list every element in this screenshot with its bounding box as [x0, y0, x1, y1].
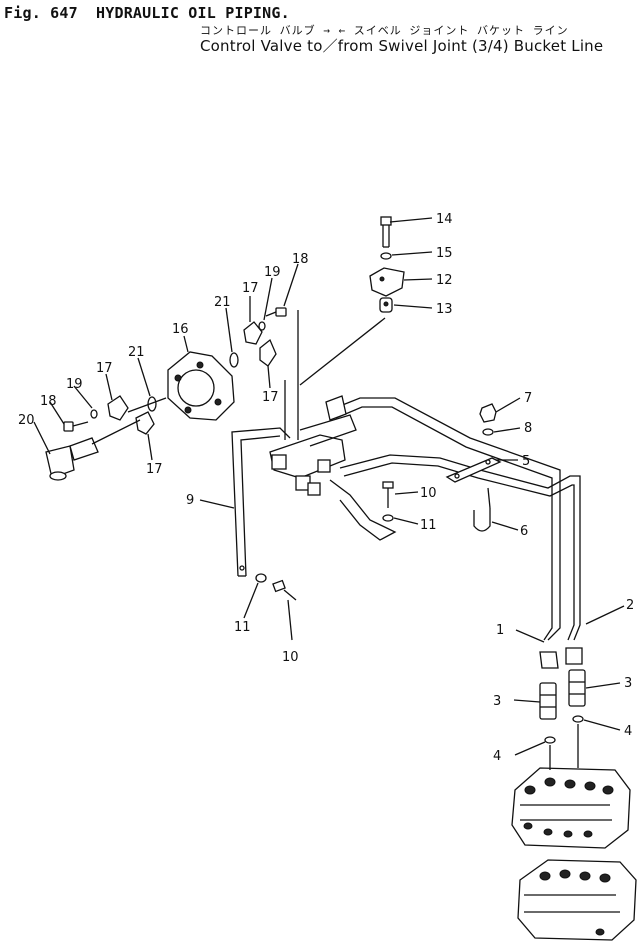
flange-17-mid — [259, 338, 277, 367]
subtitle-english: Control Valve to／from Swivel Joint (3/4)… — [200, 37, 604, 55]
callout-9: 9 — [186, 493, 194, 508]
flange-17-left-lower — [135, 411, 155, 435]
callout-5: 5 — [522, 454, 530, 469]
callout-3-right: 3 — [624, 676, 632, 691]
u-bolt-6 — [473, 487, 491, 532]
washer-11-right — [382, 514, 394, 522]
flange-17-left-upper — [107, 395, 129, 421]
callout-17-upper: 17 — [242, 281, 259, 296]
elbow-20 — [45, 437, 99, 481]
block-12 — [369, 267, 405, 297]
callout-8: 8 — [524, 421, 532, 436]
pipe-2 — [339, 454, 581, 641]
callout-17-left: 17 — [96, 361, 113, 376]
callout-17-lower: 17 — [146, 462, 163, 477]
o-rings-4 — [544, 715, 584, 744]
center-manifold — [269, 414, 357, 496]
callout-14: 14 — [436, 212, 453, 227]
left-guide-lines — [91, 397, 167, 445]
callout-18-right: 18 — [292, 252, 309, 267]
bolt-18-left — [63, 421, 89, 432]
figure-number: Fig. 647 — [4, 4, 78, 22]
pipe-nuts — [325, 395, 583, 669]
top-guide-lines — [284, 310, 386, 440]
control-valve-lower — [517, 859, 637, 941]
bolt-10-right — [382, 481, 394, 508]
washer-11-left — [255, 573, 267, 583]
fitting-3-right — [568, 669, 586, 707]
callout-11-left: 11 — [234, 620, 251, 635]
leader-lines — [33, 217, 625, 756]
fitting-3-left — [539, 682, 557, 720]
washer-19-left — [90, 409, 98, 419]
callout-17-mid: 17 — [262, 390, 279, 405]
bolt-18-right — [265, 307, 287, 317]
callout-7: 7 — [524, 391, 532, 406]
callout-19-left: 19 — [66, 377, 83, 392]
callout-6: 6 — [520, 524, 528, 539]
subtitle-japanese: コントロール バルブ → ← スイベル ジョイント バケット ライン — [200, 24, 569, 37]
callout-13: 13 — [436, 302, 453, 317]
bolt-10-left — [272, 579, 297, 601]
flange-17-upper — [243, 321, 263, 345]
washer-8 — [482, 428, 494, 436]
callout-15: 15 — [436, 246, 453, 261]
callout-21-right: 21 — [214, 295, 231, 310]
callout-20: 20 — [18, 413, 35, 428]
callout-19-right: 19 — [264, 265, 281, 280]
callout-2: 2 — [626, 598, 634, 613]
washer-15 — [380, 252, 392, 260]
callout-12: 12 — [436, 273, 453, 288]
pump-16 — [167, 351, 235, 421]
pipe-1 — [329, 397, 561, 641]
callout-1: 1 — [496, 623, 504, 638]
figure-title: HYDRAULIC OIL PIPING. — [96, 4, 290, 22]
clamp-5 — [445, 457, 502, 483]
callout-11-right: 11 — [420, 518, 437, 533]
callout-labels: 14 15 12 13 7 8 5 6 10 11 9 11 10 1 2 3 … — [18, 212, 634, 764]
bolt-14 — [380, 216, 392, 248]
callout-16: 16 — [172, 322, 189, 337]
control-valve-upper — [511, 767, 631, 849]
callout-3-left: 3 — [493, 694, 501, 709]
callout-10-right: 10 — [420, 486, 437, 501]
collar-13 — [379, 297, 393, 313]
callout-10-left: 10 — [282, 650, 299, 665]
nut-7 — [479, 403, 497, 423]
o-ring-21-right — [229, 352, 239, 368]
callout-4-left: 4 — [493, 749, 501, 764]
washer-19-right — [258, 321, 266, 331]
callout-4-right: 4 — [624, 724, 632, 739]
support-arm — [329, 479, 397, 541]
callout-21-left: 21 — [128, 345, 145, 360]
valve-connection-lines — [549, 724, 579, 770]
callout-18-left: 18 — [40, 394, 57, 409]
